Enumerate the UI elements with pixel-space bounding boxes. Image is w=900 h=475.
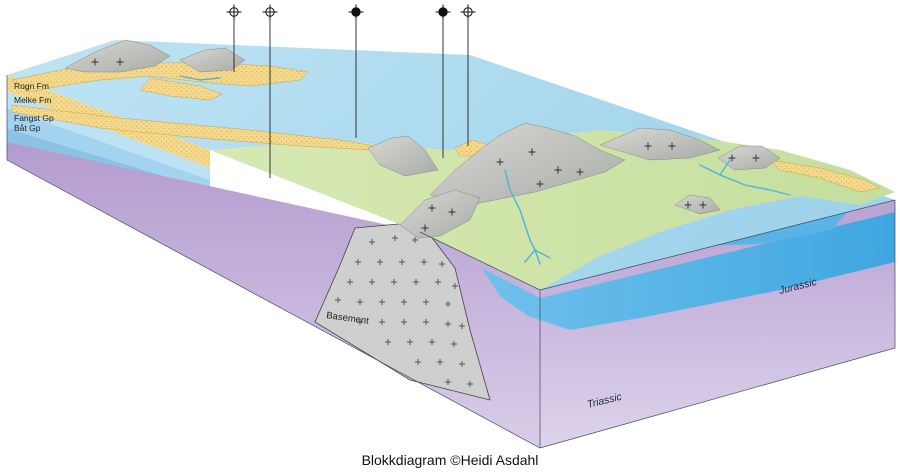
basement-cross [413, 279, 419, 285]
mountains [64, 39, 781, 239]
basement-cross [445, 321, 451, 327]
basement-cross [445, 301, 451, 307]
formation-label-melke: Melke Fm [14, 95, 51, 105]
basement-cross [407, 339, 413, 345]
basement-cross [439, 261, 445, 267]
basement-cross [401, 299, 407, 305]
mountain-cross [116, 58, 124, 66]
basement-cross [421, 259, 427, 265]
mountain-cross [528, 148, 536, 156]
fangst-stratum [7, 108, 210, 190]
river-delta-b [534, 249, 541, 265]
basement-cross [423, 319, 429, 325]
oil-well-icon [348, 4, 364, 138]
basement-cross [467, 381, 473, 387]
block-edges [6, 75, 896, 449]
dry-well-icon [262, 4, 278, 178]
river-island [179, 75, 221, 81]
mountain-cross [421, 224, 429, 232]
mountain-crosses [91, 58, 760, 232]
ridge-mountain [599, 127, 721, 161]
mountain-cross [448, 208, 456, 216]
basement-cross [412, 237, 418, 243]
formation-label-bat: Båt Gp [14, 123, 41, 133]
basement-cross [369, 239, 375, 245]
small-knoll [674, 194, 721, 215]
mountain-cross [728, 154, 736, 162]
basement-cross [429, 339, 435, 345]
river-main [504, 169, 536, 251]
mountain-cross [554, 166, 562, 174]
island-mountain-left [64, 39, 171, 73]
edge-front-bottom [6, 159, 896, 449]
coastal-hill [367, 135, 439, 177]
river-east [699, 164, 791, 196]
basement-cross [391, 279, 397, 285]
basement-cross [445, 379, 451, 385]
basement-cross [435, 279, 441, 285]
mountain-cross [91, 58, 99, 66]
basement-cross [437, 359, 443, 365]
basement-cross [377, 259, 383, 265]
basement-cross [452, 283, 458, 289]
oil-well-icon [435, 4, 451, 158]
dry-well-icon [460, 4, 476, 146]
jurassic-layer [482, 212, 895, 330]
mountain-cross [644, 142, 652, 150]
mountain-cross [428, 204, 436, 212]
basement-cross [415, 359, 421, 365]
main-mountain [429, 122, 626, 206]
river-east-branch [719, 159, 731, 176]
mountain-cross [536, 180, 544, 188]
right-coast-sand [769, 159, 881, 193]
basement-cross [379, 319, 385, 325]
basement-cross [385, 339, 391, 345]
island-mountain-right [179, 47, 246, 73]
basement-cross [399, 259, 405, 265]
basement-crosses [335, 235, 473, 387]
mountain-cross [576, 168, 584, 176]
basement-cross [347, 279, 353, 285]
basement-cross [423, 299, 429, 305]
basement-cross [369, 279, 375, 285]
mountain-cross [684, 201, 692, 209]
basement-cross [459, 323, 465, 329]
figure-caption: Blokkdiagram ©Heidi Asdahl [361, 452, 539, 468]
upper-sand-lobe [139, 77, 223, 101]
river-delta-a [524, 249, 536, 263]
river-delta-c [534, 249, 551, 259]
mountain-cross [668, 142, 676, 150]
basement-cross [357, 319, 363, 325]
basement-cross [355, 259, 361, 265]
basement-cross [335, 297, 341, 303]
far-right-mountain [717, 145, 781, 171]
formation-label-rogn: Rogn Fm [14, 81, 49, 91]
front-face [7, 142, 540, 448]
basement-cross [357, 299, 363, 305]
mountain-cross [496, 158, 504, 166]
basement-cross [401, 319, 407, 325]
mountain-cross [752, 154, 760, 162]
formation-labels: Rogn Fm Melke Fm Fangst Gp Båt Gp [14, 81, 54, 133]
rivers [179, 75, 791, 265]
dry-well-icon [226, 4, 242, 72]
basement-cross [379, 299, 385, 305]
well-symbols [226, 4, 476, 178]
formation-label-fangst: Fangst Gp [14, 113, 54, 123]
front-mountain [399, 189, 481, 239]
basement-cross [459, 361, 465, 367]
edge-top-front [419, 199, 896, 291]
basement-cross [392, 235, 398, 241]
mountain-cross [699, 201, 707, 209]
basement-cross [451, 341, 457, 347]
